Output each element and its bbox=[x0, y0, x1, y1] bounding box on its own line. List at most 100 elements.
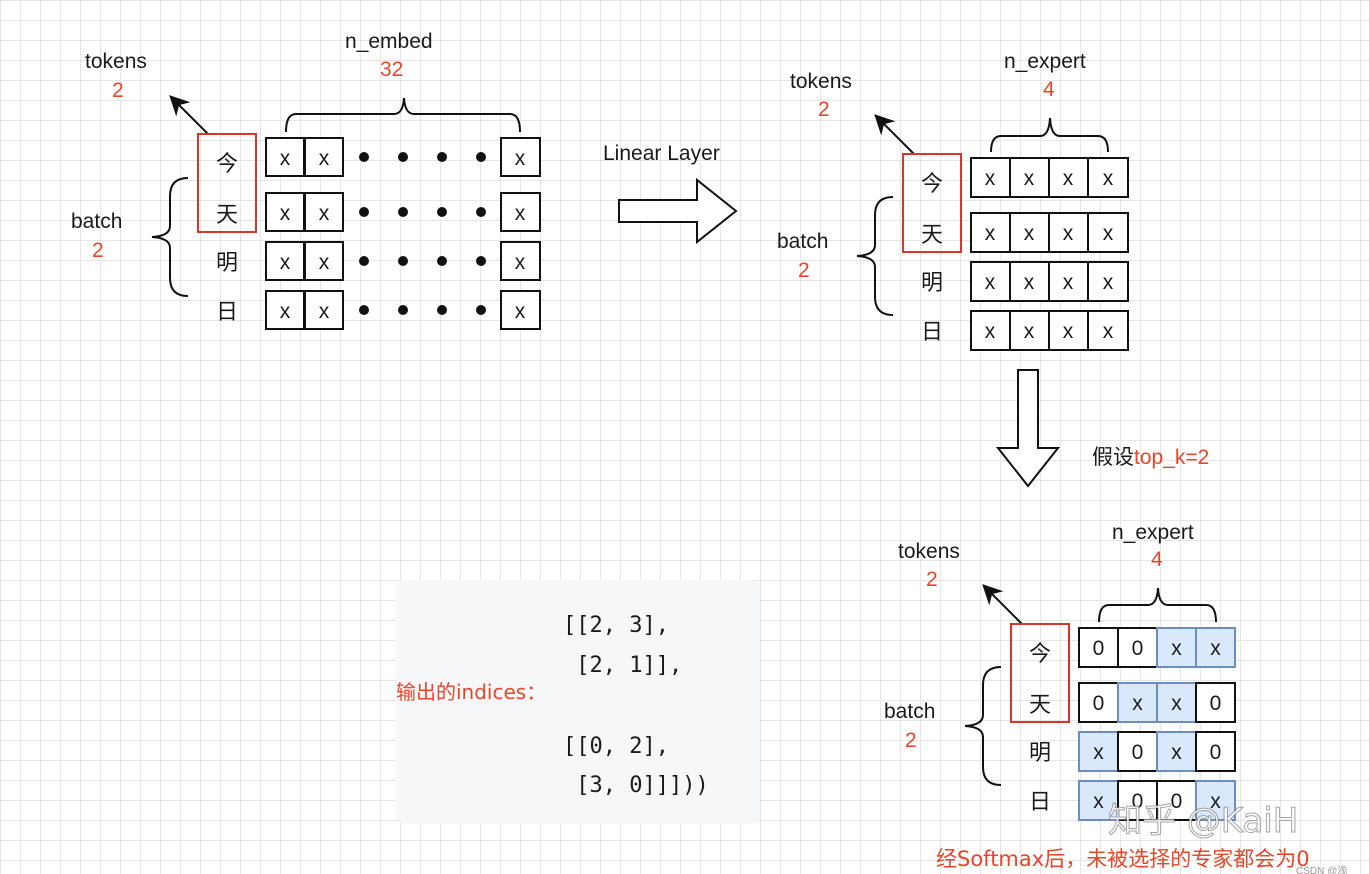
panel-a-embed-value: 32 bbox=[380, 58, 403, 81]
panel-c-char-1: 天 bbox=[1029, 693, 1051, 718]
panel-c-cell-text: x bbox=[1171, 692, 1182, 715]
ellipsis-dot bbox=[476, 305, 486, 315]
panel-c-cell bbox=[1078, 682, 1119, 723]
panel-b-cell-text: x bbox=[1024, 222, 1035, 245]
panel-a-tokens-arrow bbox=[169, 95, 209, 135]
panel-a-char-0: 今 bbox=[216, 152, 238, 177]
panel-c-cell-text: x bbox=[1210, 637, 1221, 660]
panel-a-tokens-value: 2 bbox=[112, 79, 124, 102]
ellipsis-dot bbox=[398, 152, 408, 162]
panel-b-batch-brace bbox=[856, 196, 894, 316]
panel-c-cell-text: 0 bbox=[1210, 741, 1222, 764]
panel-c-tokens-arrow bbox=[982, 584, 1023, 625]
panel-b-cell-text: x bbox=[1103, 222, 1114, 245]
panel-a-cell bbox=[500, 290, 541, 330]
panel-c-char-2: 明 bbox=[1029, 741, 1051, 766]
panel-b-char-0: 今 bbox=[921, 172, 943, 197]
panel-a-cell-text: x bbox=[280, 300, 291, 323]
panel-b-cell bbox=[1087, 261, 1129, 302]
panel-b-cell bbox=[1009, 261, 1050, 302]
panel-c-char-0: 今 bbox=[1029, 642, 1051, 667]
panel-c-cell bbox=[1117, 731, 1158, 772]
ellipsis-dot bbox=[437, 152, 447, 162]
panel-b: tokens 2 n_expert 4 batch 2 今 天 明 日 x x … bbox=[777, 50, 1129, 351]
panel-b-cell-text: x bbox=[1024, 167, 1035, 190]
ellipsis-dot bbox=[398, 305, 408, 315]
panel-c-cell-text: 0 bbox=[1093, 637, 1105, 660]
panel-a-cell-text: x bbox=[280, 202, 291, 225]
panel-b-cell bbox=[970, 261, 1011, 302]
ellipsis-dot bbox=[437, 305, 447, 315]
ellipsis-dot bbox=[398, 207, 408, 217]
panel-b-cell-text: x bbox=[1063, 320, 1074, 343]
panel-c-expert-label: n_expert bbox=[1112, 521, 1194, 544]
panel-b-cell-text: x bbox=[1103, 271, 1114, 294]
panel-a-char-1: 天 bbox=[216, 203, 238, 228]
panel-b-expert-brace bbox=[990, 117, 1109, 153]
panel-b-cell bbox=[970, 310, 1011, 351]
panel-c-cell-selected bbox=[1195, 627, 1236, 668]
down-block-arrow-icon bbox=[995, 369, 1061, 488]
panel-c-tokens-label: tokens bbox=[898, 540, 960, 563]
panel-c-cell-selected bbox=[1195, 780, 1236, 821]
panel-c-tokens-value: 2 bbox=[926, 568, 938, 591]
panel-c-cell-text: x bbox=[1093, 790, 1104, 813]
panel-c-cell-text: 0 bbox=[1132, 790, 1144, 813]
panel-a-cell-text: x bbox=[515, 147, 526, 170]
panel-a-char-2: 明 bbox=[216, 251, 238, 276]
ellipsis-dot bbox=[437, 207, 447, 217]
panel-c-cell-selected bbox=[1156, 627, 1197, 668]
panel-b-expert-value: 4 bbox=[1043, 78, 1055, 101]
panel-b-cell-text: x bbox=[985, 222, 996, 245]
panel-a: tokens 2 n_embed 32 batch 2 今 天 明 日 x x … bbox=[71, 30, 541, 330]
panel-c-cell-text: x bbox=[1171, 637, 1182, 660]
panel-c-expert-brace bbox=[1098, 587, 1217, 623]
panel-b-char-3: 日 bbox=[921, 320, 943, 345]
panel-c-cell-selected bbox=[1156, 731, 1197, 772]
panel-b-cell bbox=[1087, 310, 1129, 351]
panel-a-cell-text: x bbox=[515, 251, 526, 274]
panel-a-cell bbox=[265, 137, 305, 177]
panel-b-tokens-label: tokens bbox=[790, 70, 852, 93]
panel-b-cell-text: x bbox=[1063, 222, 1074, 245]
panel-c-cell-border bbox=[1195, 682, 1236, 723]
panel-a-cell bbox=[304, 290, 344, 330]
ellipsis-dot bbox=[476, 256, 486, 266]
ellipsis-dot bbox=[359, 152, 369, 162]
ellipsis-dot bbox=[359, 305, 369, 315]
panel-c-batch-value: 2 bbox=[905, 729, 917, 752]
panel-a-cell-text: x bbox=[319, 300, 330, 323]
panel-a-cell bbox=[500, 241, 541, 281]
panel-a-cell-text: x bbox=[280, 147, 291, 170]
panel-b-cell-text: x bbox=[1024, 320, 1035, 343]
panel-a-row: x x x bbox=[265, 192, 541, 232]
panel-c-batch-brace bbox=[964, 666, 1002, 786]
ellipsis-dot bbox=[359, 256, 369, 266]
softmax-note: 经Softmax后，未被选择的专家都会为0 bbox=[936, 847, 1310, 871]
panel-a-batch-value: 2 bbox=[92, 239, 104, 262]
panel-a-token-highlight-box bbox=[197, 133, 257, 233]
panel-a-cell bbox=[304, 192, 344, 232]
ellipsis-dot bbox=[437, 256, 447, 266]
panel-b-cell-text: x bbox=[985, 320, 996, 343]
panel-b-cell bbox=[1009, 212, 1050, 253]
code-line: [2, 1]], bbox=[563, 653, 682, 678]
panel-b-cell bbox=[1009, 157, 1050, 198]
panel-a-cell bbox=[500, 137, 541, 177]
panel-a-cell-text: x bbox=[319, 202, 330, 225]
panel-c-token-highlight-box bbox=[1010, 623, 1070, 723]
panel-a-embed-brace bbox=[285, 97, 521, 133]
panel-b-cell-text: x bbox=[1024, 271, 1035, 294]
panel-c-cell-text: x bbox=[1093, 741, 1104, 764]
panel-a-cell bbox=[265, 290, 305, 330]
watermark: 知乎 @KaiH bbox=[1108, 801, 1298, 841]
panel-b-cell bbox=[1009, 310, 1050, 351]
ellipsis-dot bbox=[476, 207, 486, 217]
panel-a-cell bbox=[500, 192, 541, 232]
panel-c-cell-selected bbox=[1117, 682, 1158, 723]
right-block-arrow-icon bbox=[618, 177, 738, 245]
panel-c-cell-text: x bbox=[1132, 692, 1143, 715]
panel-a-row: x x x bbox=[265, 241, 541, 281]
panel-c-cell-text: 0 bbox=[1093, 692, 1105, 715]
panel-b-batch-label: batch bbox=[777, 230, 828, 253]
